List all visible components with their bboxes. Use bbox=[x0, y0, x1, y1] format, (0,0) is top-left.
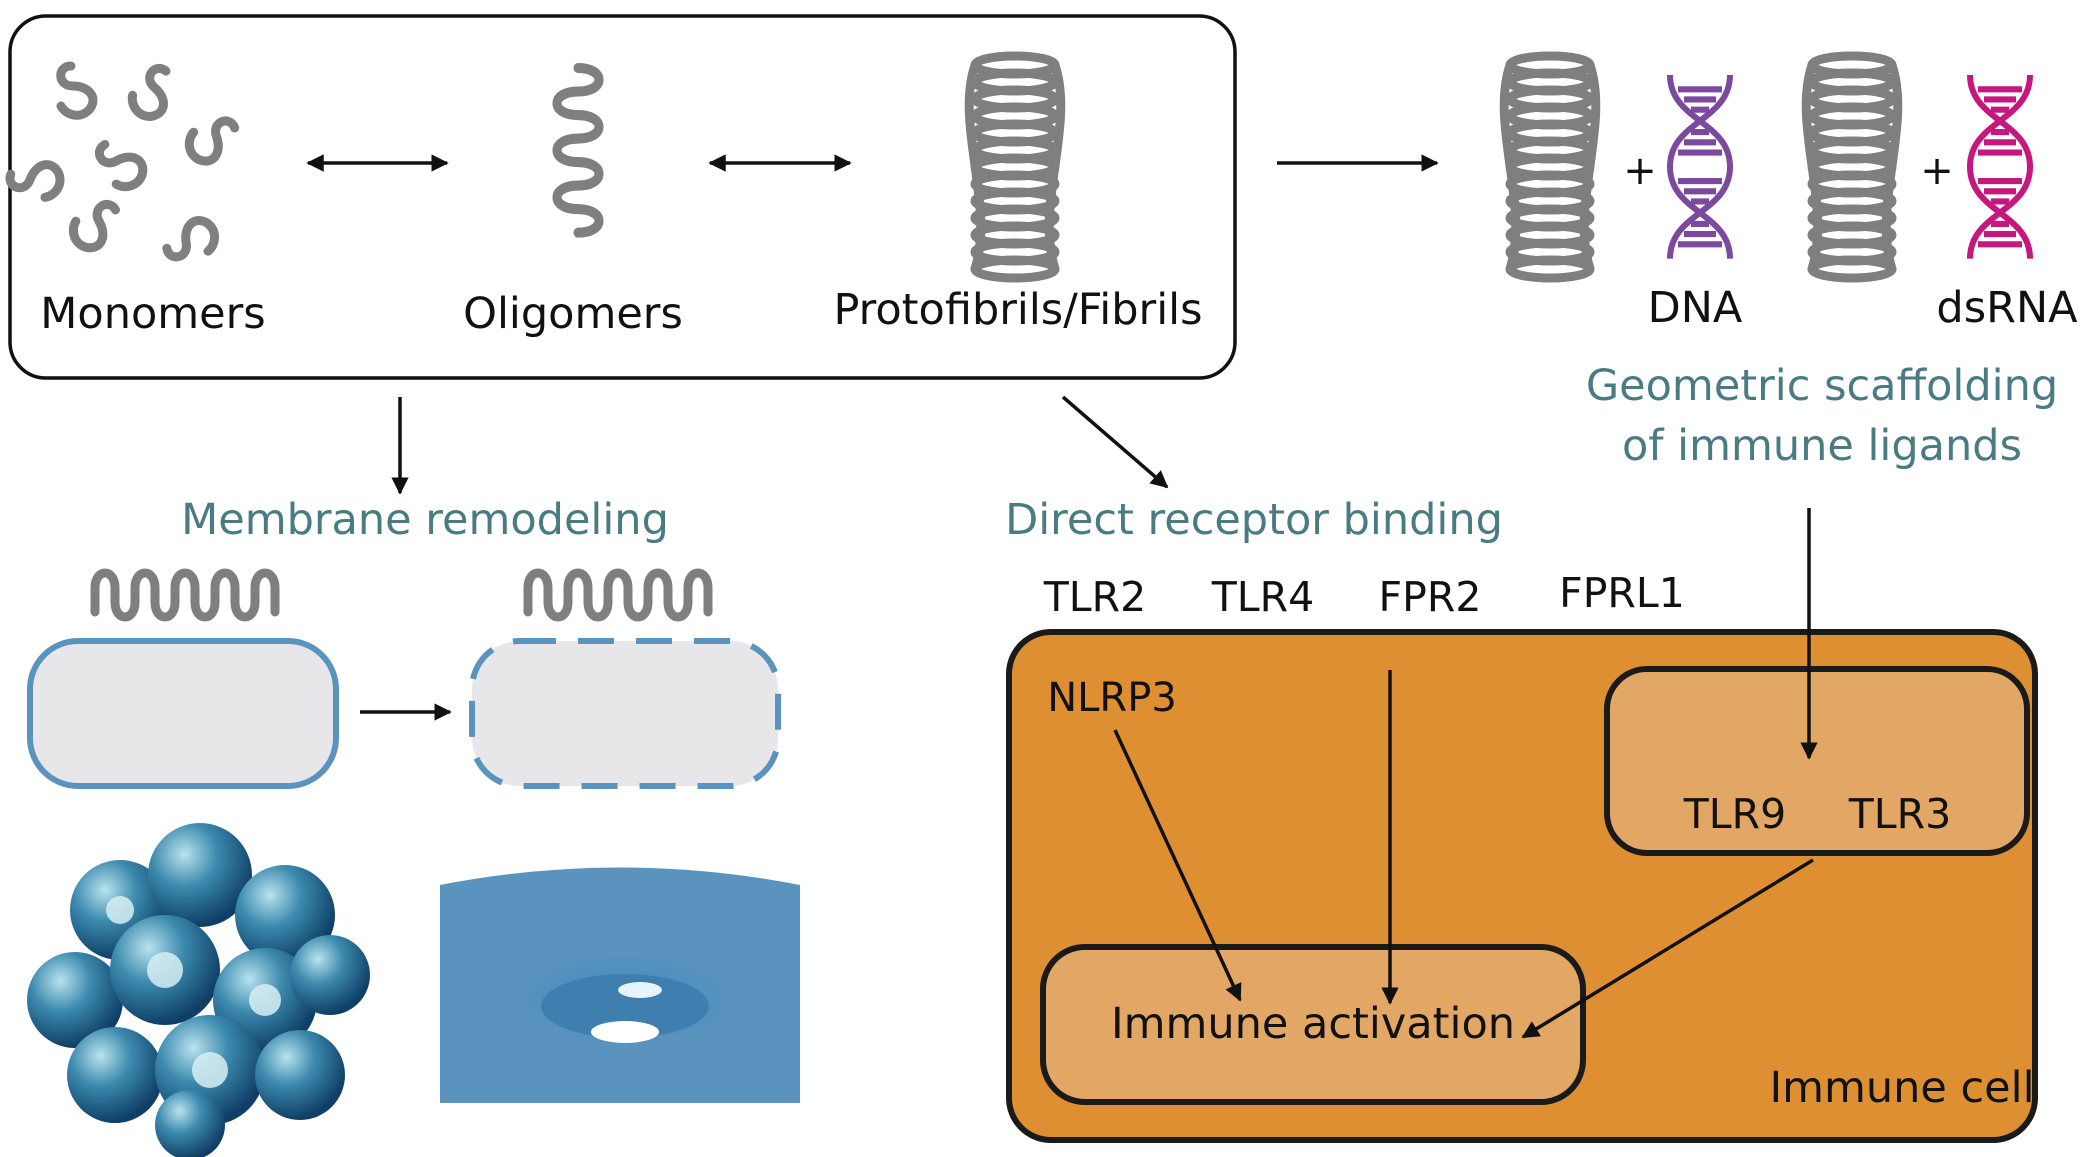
receptor-tlr2: TLR2 bbox=[1043, 573, 1146, 621]
toroidal-pore-image bbox=[440, 867, 800, 1103]
endosome-compartment bbox=[1604, 666, 2030, 856]
intact-membrane-vesicle bbox=[27, 638, 339, 789]
permeabilized-membrane-vesicle bbox=[469, 638, 781, 789]
aggregation-panel bbox=[8, 14, 1237, 380]
scaffolding-title-line2: of immune ligands bbox=[1622, 421, 2022, 471]
dsrna-helix-icon bbox=[1970, 75, 2030, 259]
receptor-binding-title: Direct receptor binding bbox=[1005, 495, 1503, 545]
receptor-fprl1: FPRL1 bbox=[1559, 569, 1685, 617]
dsrna-label: dsRNA bbox=[1936, 283, 2078, 333]
receptor-tlr4: TLR4 bbox=[1211, 573, 1314, 621]
nlrp3-to-activation-arrow bbox=[1113, 729, 1242, 1002]
monomers-label: Monomers bbox=[40, 289, 265, 339]
immune-activation-label: Immune activation bbox=[1111, 999, 1515, 1049]
plus-sign-dna: + bbox=[1623, 148, 1657, 194]
membrane-bound-protein-right bbox=[528, 573, 708, 617]
oligomers-label: Oligomers bbox=[463, 289, 683, 339]
endosome-to-activation-arrow bbox=[1521, 858, 1814, 1039]
immune-activation-box bbox=[1040, 944, 1586, 1105]
tlr9-label: TLR9 bbox=[1683, 790, 1786, 838]
dna-label: DNA bbox=[1648, 283, 1743, 333]
immune-cell-label: Immune cell bbox=[1769, 1063, 2034, 1113]
membrane-bound-protein-left bbox=[95, 573, 275, 617]
plus-sign-dsrna: + bbox=[1920, 148, 1954, 194]
cubic-membrane-phase-image bbox=[27, 823, 370, 1157]
nlrp3-label: NLRP3 bbox=[1047, 675, 1177, 721]
dna-helix-icon bbox=[1670, 75, 1730, 259]
fibril-dsrna-complex bbox=[1806, 56, 1898, 278]
tlr3-label: TLR3 bbox=[1848, 790, 1951, 838]
receptor-branch-arrow bbox=[1061, 395, 1169, 489]
fibrils-label: Protofibrils/Fibrils bbox=[833, 285, 1202, 335]
scaffolding-title-line1: Geometric scaffolding bbox=[1586, 361, 2058, 411]
receptor-fpr2: FPR2 bbox=[1379, 573, 1482, 621]
fibril-dna-complex bbox=[1504, 56, 1596, 278]
membrane-remodeling-title: Membrane remodeling bbox=[181, 495, 669, 545]
